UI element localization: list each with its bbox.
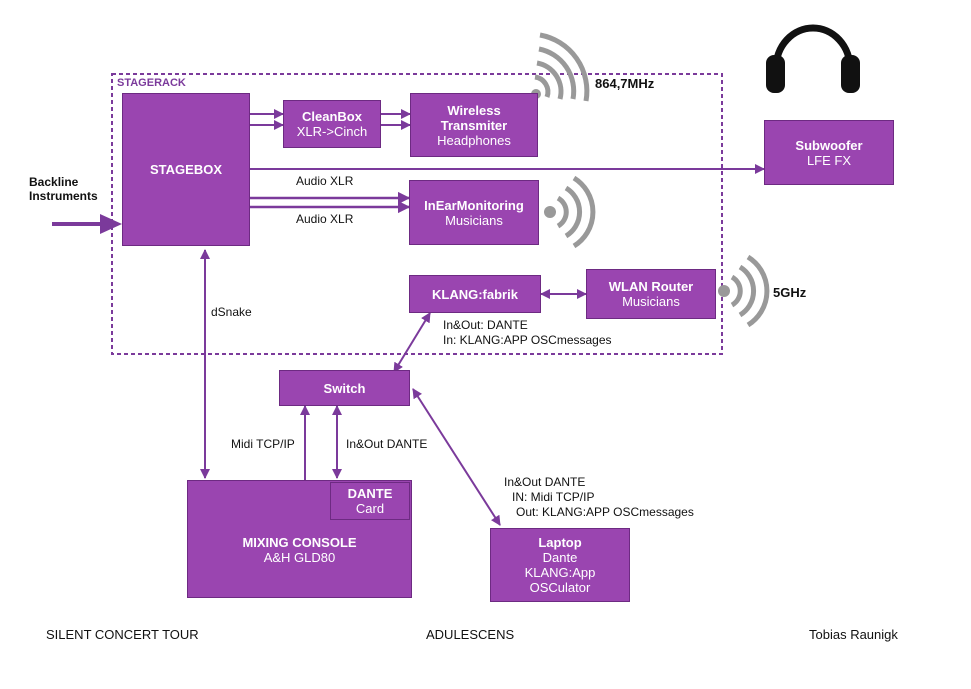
laptop-io-line1: In&Out DANTE — [504, 475, 586, 489]
laptop-io-line2: IN: Midi TCP/IP — [512, 490, 595, 504]
dante-card-title: DANTE — [347, 486, 393, 501]
wireless-title1: Wireless — [447, 102, 501, 118]
cleanbox[interactable]: CleanBox XLR->Cinch — [283, 100, 381, 148]
switch-laptop-link — [412, 388, 501, 526]
iem-title: InEarMonitoring — [424, 197, 524, 213]
switch[interactable]: Switch — [279, 370, 410, 406]
dante-card-sub: Card — [355, 501, 385, 516]
frequency-label: 864,7MHz — [595, 76, 655, 91]
wlan-router[interactable]: WLAN Router Musicians — [586, 269, 716, 319]
in-ear-monitoring[interactable]: InEarMonitoring Musicians — [409, 180, 539, 245]
subwoofer[interactable]: Subwoofer LFE FX — [764, 120, 894, 185]
switch-title: Switch — [323, 380, 366, 396]
dante-card[interactable]: DANTE Card — [330, 482, 410, 520]
klang-io-line2: In: KLANG:APP OSCmessages — [443, 333, 612, 347]
laptop-line3: OSCulator — [529, 580, 591, 595]
subwoofer-title: Subwoofer — [795, 137, 863, 153]
laptop-line2: KLANG:App — [524, 565, 596, 580]
cleanbox-sub: XLR->Cinch — [296, 124, 368, 139]
wifi-label: 5GHz — [773, 285, 807, 300]
laptop[interactable]: Laptop Dante KLANG:App OSCulator — [490, 528, 630, 602]
klang-io-line1: In&Out: DANTE — [443, 318, 528, 332]
laptop-io-line3: Out: KLANG:APP OSCmessages — [516, 505, 694, 519]
wireless-title2: Transmiter — [440, 117, 508, 133]
footer-right: Tobias Raunigk — [809, 627, 898, 642]
footer-left: SILENT CONCERT TOUR — [46, 627, 199, 642]
stagebox[interactable]: STAGEBOX — [122, 93, 250, 246]
backline-line2: Instruments — [29, 189, 98, 203]
iem-sub: Musicians — [445, 212, 503, 228]
klang-fabrik[interactable]: KLANG:fabrik — [409, 275, 541, 313]
audio-xlr-label-2: Audio XLR — [296, 212, 354, 226]
stagebox-title: STAGEBOX — [150, 162, 222, 177]
backline-arrow — [52, 214, 122, 234]
wireless-sub: Headphones — [437, 132, 511, 148]
headphones-icon — [766, 24, 860, 93]
wireless-waves-icon — [531, 32, 590, 102]
wireless-transmitter[interactable]: Wireless Transmiter Headphones — [410, 93, 538, 157]
subwoofer-sub: LFE FX — [806, 152, 852, 168]
stagerack-border — [111, 73, 723, 355]
wlan-sub: Musicians — [622, 294, 680, 309]
audio-xlr-label-1: Audio XLR — [296, 174, 354, 188]
backline-label: Backline Instruments — [29, 175, 98, 203]
console-title: MIXING CONSOLE — [242, 535, 357, 550]
klang-title: KLANG:fabrik — [432, 286, 518, 302]
klang-io-label: In&Out: DANTE In: KLANG:APP OSCmessages — [443, 318, 612, 348]
midi-tcp-label: Midi TCP/IP — [231, 437, 295, 451]
laptop-title: Laptop — [538, 535, 582, 550]
inout-dante-label: In&Out DANTE — [346, 437, 428, 451]
laptop-line1: Dante — [542, 550, 578, 565]
backline-line1: Backline — [29, 175, 79, 189]
wlan-waves-icon — [718, 254, 770, 328]
klang-switch-link — [393, 312, 431, 373]
cleanbox-title: CleanBox — [302, 109, 362, 124]
iem-waves-icon — [544, 175, 596, 249]
laptop-io-label: In&Out DANTE IN: Midi TCP/IP Out: KLANG:… — [504, 475, 694, 520]
stagerack-label: STAGERACK — [117, 77, 186, 89]
console-sub: A&H GLD80 — [263, 550, 336, 565]
footer-center: ADULESCENS — [426, 627, 515, 642]
wlan-title: WLAN Router — [608, 279, 694, 294]
dsnake-label: dSnake — [211, 305, 252, 319]
